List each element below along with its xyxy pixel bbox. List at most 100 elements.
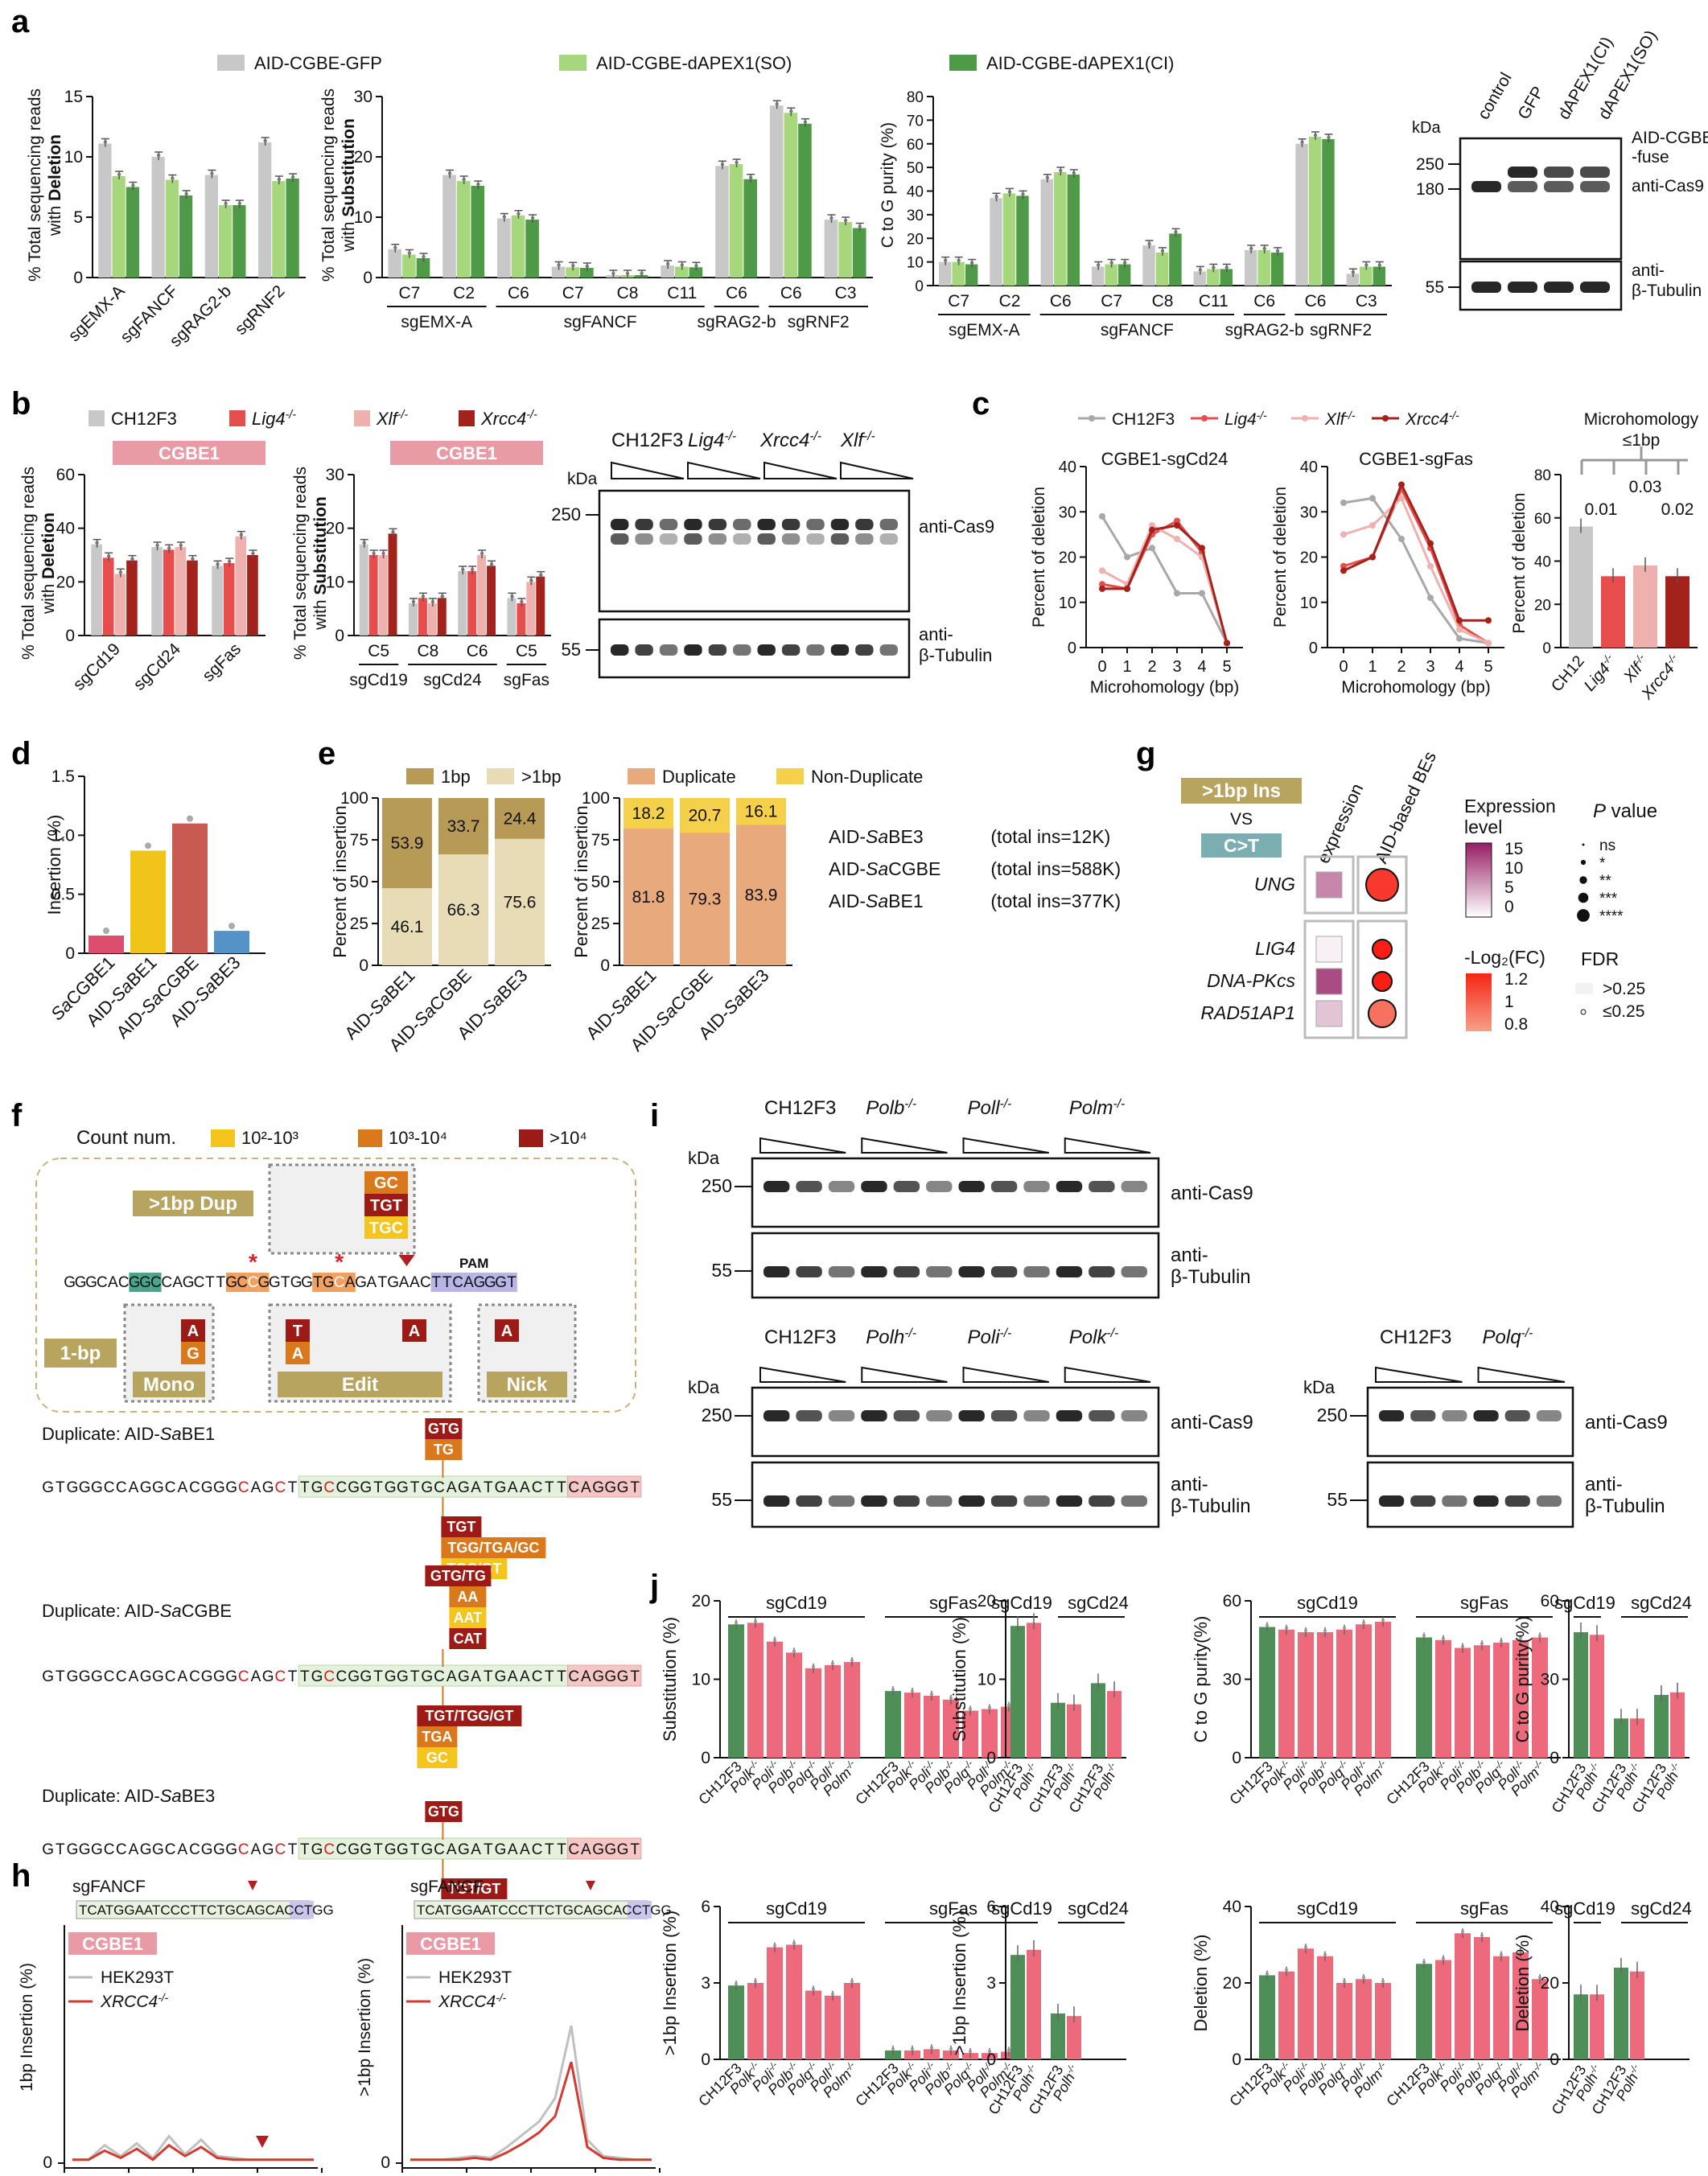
f-dupseq-char: A: [520, 1479, 530, 1496]
a2-group-label: sgRAG2-b: [698, 313, 776, 331]
blot-b-top-frame: [598, 489, 911, 613]
f-seq-highlight: [247, 1273, 259, 1292]
j1-point: [930, 1692, 933, 1696]
legend-b-label: Xrcc4-/-: [480, 409, 537, 429]
blot-i1-top-band: [1023, 1181, 1050, 1192]
e2-value-label: 18.2: [632, 804, 665, 823]
a1-bar: [272, 181, 286, 278]
b1-bar: [235, 536, 247, 636]
f-dupseq-char: G: [360, 1668, 372, 1685]
f-edit2-ins: [402, 1319, 426, 1342]
b1-cat-label: sgCd19: [70, 640, 124, 693]
j5-cat-label: Polk-/-: [883, 2059, 921, 2097]
j3-point: [1362, 1621, 1365, 1625]
b2-bar: [408, 603, 418, 636]
e2-value-label: 79.3: [689, 891, 722, 909]
c1-point: [1099, 585, 1105, 592]
blot-b-bottom-band: [781, 644, 800, 656]
j3-point: [1422, 1634, 1426, 1638]
blot-b-kda: kDa: [567, 470, 598, 488]
j5-point: [735, 1982, 738, 1986]
a2-point: [462, 177, 466, 182]
f-dupseq-char: G: [458, 1668, 470, 1685]
j1-point: [735, 1621, 738, 1625]
j3-point: [1461, 1644, 1464, 1648]
a1-point: [237, 201, 242, 206]
f-event-label: Mono: [143, 1374, 195, 1396]
g-fc-title: -Log₂(FC): [1464, 947, 1545, 968]
f-dupseq-char: G: [604, 1668, 616, 1685]
e2-value-label: 83.9: [745, 886, 778, 905]
j1-point: [773, 1638, 776, 1642]
f-dupseq-char: G: [458, 1479, 470, 1496]
d-bar: [130, 850, 166, 953]
blot-i2-lane-ko: -/-: [1000, 1327, 1012, 1340]
c3-pvalue: 0.03: [1629, 478, 1662, 496]
blot-i3-bottom-band: [1536, 1495, 1562, 1507]
j3-point: [1538, 1634, 1541, 1638]
e2-segment: [736, 825, 786, 965]
c1-point: [1174, 590, 1180, 597]
blot-b-top-band: [635, 533, 653, 545]
f-dupseq-char: A: [129, 1479, 139, 1496]
f-seq-highlight: [496, 1273, 507, 1292]
a1-point: [263, 138, 267, 143]
f-dupseq-char: C: [434, 1668, 445, 1685]
b1-tick-label: 60: [56, 466, 75, 484]
blot-i2-top-band: [958, 1410, 985, 1421]
f-dupseq-char: C: [165, 1668, 176, 1685]
f-dupseq-char: G: [225, 1479, 237, 1496]
f-dupseq-char: A: [471, 1479, 481, 1496]
b1-point: [167, 546, 171, 550]
f-count-label-item: 10²-10³: [241, 1128, 298, 1148]
b1-bar: [247, 555, 258, 636]
a2-point: [829, 216, 833, 220]
f-dupseq-char: G: [311, 1479, 323, 1496]
e2-tick-label: 25: [591, 915, 610, 933]
e2-segment: [680, 833, 730, 965]
c3-title: Microhomology: [1584, 410, 1699, 429]
a3-point: [1212, 265, 1216, 269]
h2-legend-label: XRCC4-/-: [438, 1992, 507, 2012]
blot-a-bottom-band: [1471, 282, 1501, 293]
a2-cat-label: C6: [508, 284, 529, 302]
f-dup-below-cell: [441, 1878, 508, 1899]
j2-bar: [1010, 1626, 1025, 1758]
e-total-part: (total ins=377K): [986, 891, 1121, 911]
j6-bar: [1067, 2016, 1081, 2059]
f-dupseq-char: G: [67, 1479, 79, 1496]
blot-b-bottom-band: [830, 644, 850, 656]
a3-point: [1275, 249, 1280, 253]
h2-series-line: [410, 2061, 652, 2162]
legend-a-swatch: [217, 55, 245, 71]
f-dupseq-char: G: [225, 1841, 237, 1858]
f-dupseq-char: G: [91, 1841, 103, 1858]
e1-segment: [495, 838, 545, 965]
a3-point: [1147, 241, 1151, 246]
blot-a-lane: GFP: [1514, 84, 1548, 123]
a3-point: [1097, 263, 1101, 267]
f-dupseq-char: G: [617, 1479, 629, 1496]
g-p-dot: [1577, 909, 1590, 922]
j1-point: [911, 1689, 914, 1693]
a1-tick-label: 5: [73, 208, 83, 227]
e-total-part: (total ins=588K): [986, 858, 1121, 879]
blot-a-top-band: [1580, 167, 1610, 178]
j5-group-label: sgCd19: [766, 1898, 827, 1919]
c2-tick-label: 0: [1309, 640, 1318, 657]
a3-point: [1021, 192, 1025, 196]
e2-value-label: 20.7: [689, 807, 722, 825]
j2-tick-label: 20: [977, 1592, 996, 1610]
f-dupseq-char: C: [568, 1841, 579, 1858]
a2-bar: [838, 222, 852, 278]
f-dup-title-part: Sa: [160, 1601, 182, 1621]
j3-point: [1519, 1636, 1522, 1640]
blot-b-bottom-band: [733, 644, 751, 656]
c2-point: [1340, 562, 1347, 570]
blot-b-top-band: [830, 533, 850, 545]
f-seq-char: A: [367, 1274, 377, 1291]
blot-b-top-band: [855, 533, 874, 545]
e1-cat-part: CGBE: [426, 965, 475, 1015]
panel-letter-i: i: [650, 1098, 659, 1133]
a3-point: [1007, 190, 1012, 194]
